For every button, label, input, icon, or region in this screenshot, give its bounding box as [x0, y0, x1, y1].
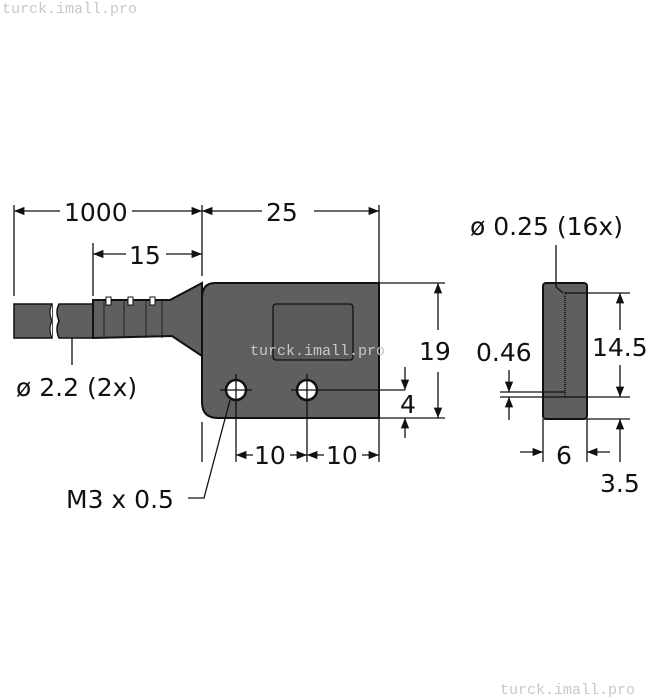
dim-fiber-pitch: 0.46 [476, 338, 532, 367]
sensor-window [272, 303, 354, 361]
dim-10-b: 10 [326, 441, 358, 470]
watermark-top: turck.imall.pro [2, 1, 137, 18]
dimension-lines [13, 205, 625, 499]
cable [13, 281, 203, 358]
dim-thread: M3 x 0.5 [66, 485, 174, 514]
watermark-bottom: turck.imall.pro [500, 682, 635, 699]
dim-array-height: 14.5 [592, 333, 648, 362]
dim-19: 19 [419, 337, 451, 366]
dim-4: 4 [400, 390, 416, 419]
dim-side-width: 6 [556, 441, 572, 470]
dim-15: 15 [129, 241, 161, 270]
dim-cable-diameter: ø 2.2 (2x) [16, 373, 137, 402]
dim-bottom-offset: 3.5 [600, 469, 640, 498]
side-view [500, 245, 630, 420]
dim-fiber-diameter: ø 0.25 (16x) [470, 212, 623, 241]
sensor-body [201, 282, 405, 462]
dim-10-a: 10 [254, 441, 286, 470]
watermark-center: turck.imall.pro [250, 343, 385, 360]
dim-25: 25 [266, 198, 298, 227]
dim-1000: 1000 [64, 198, 128, 227]
